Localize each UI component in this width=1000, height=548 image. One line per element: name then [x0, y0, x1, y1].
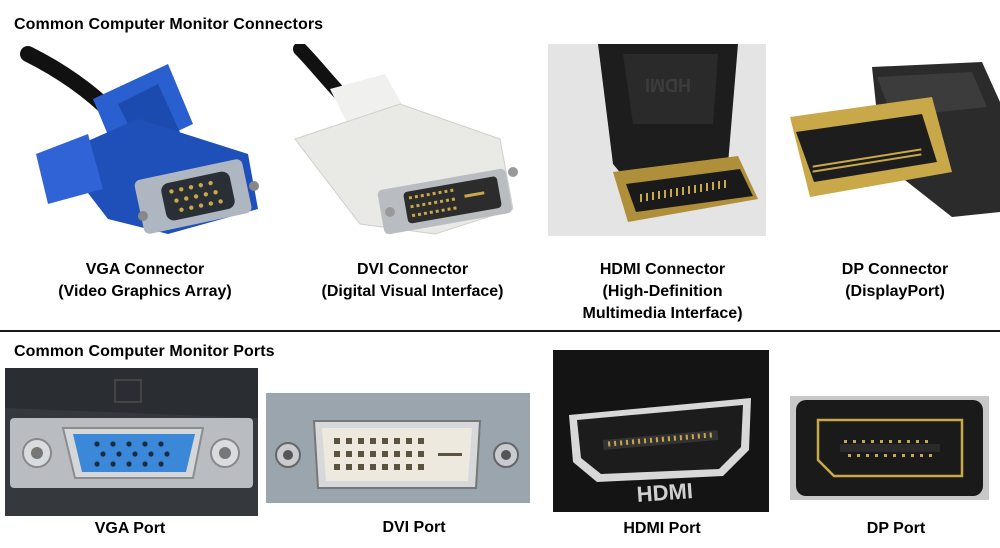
vga-port-caption: VGA Port: [94, 520, 166, 537]
dvi-connector-subtitle: (Digital Visual Interface): [321, 283, 504, 300]
dvi-port-caption: DVI Port: [382, 519, 446, 536]
hdmi-connector-subtitle: (High-Definition: [602, 283, 723, 300]
vga-connector-image: [18, 44, 263, 239]
dvi-connector-caption: DVI Connector (Digital Visual Interface): [290, 259, 535, 303]
dp-port-image: [790, 396, 989, 500]
dp-port-caption: DP Port: [866, 520, 926, 537]
hdmi-connector-subtitle-line2: Multimedia Interface): [582, 305, 743, 322]
vga-connector-subtitle: (Video Graphics Array): [58, 283, 232, 300]
dvi-port-image: [266, 393, 530, 503]
dp-connector-subtitle: (DisplayPort): [845, 283, 945, 300]
dp-connector-caption: DP Connector (DisplayPort): [795, 259, 995, 303]
hdmi-connector-image: HDMI: [548, 44, 766, 236]
hdmi-port-label: HDMI: [636, 478, 694, 507]
vga-connector-name: VGA Connector: [85, 261, 205, 278]
connectors-section-title: Common Computer Monitor Connectors: [14, 16, 324, 33]
dvi-connector-name: DVI Connector: [356, 261, 469, 278]
hdmi-port-caption: HDMI Port: [623, 520, 701, 537]
hdmi-connector-name: HDMI Connector: [599, 261, 726, 278]
section-divider: [0, 330, 1000, 332]
dp-connector-image: [782, 62, 1000, 217]
hdmi-connector-caption: HDMI Connector (High-Definition Multimed…: [550, 259, 775, 325]
svg-text:HDMI: HDMI: [645, 75, 691, 95]
hdmi-port-image: HDMI: [553, 350, 769, 512]
vga-connector-caption: VGA Connector (Video Graphics Array): [30, 259, 260, 303]
dvi-connector-image: [285, 44, 525, 239]
vga-port-image: [5, 368, 258, 516]
ports-section-title: Common Computer Monitor Ports: [14, 343, 275, 360]
dp-connector-name: DP Connector: [841, 261, 949, 278]
